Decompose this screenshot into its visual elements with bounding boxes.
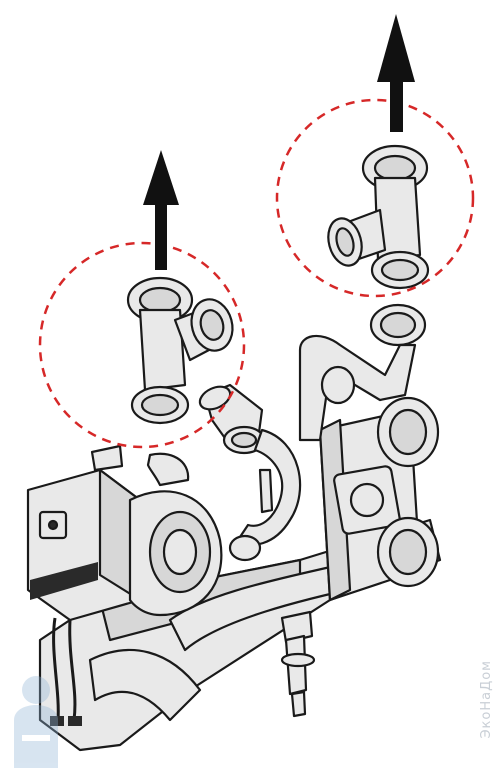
right-supply-pipe	[298, 303, 427, 442]
plumber-mascot-icon	[14, 676, 58, 768]
left-tee-fitting	[126, 276, 234, 425]
pump-housing	[128, 490, 223, 617]
left-stub-fitting	[90, 444, 190, 487]
left-arrow-up-icon	[143, 150, 179, 270]
center-elbow-fitting	[198, 383, 266, 455]
right-tee-fitting	[327, 144, 430, 290]
left-highlight-circle	[38, 241, 246, 449]
right-hex-nut-lower	[376, 516, 440, 588]
center-pipe-loop	[228, 428, 302, 562]
pump-motor	[26, 468, 142, 622]
right-highlight-circle	[275, 98, 475, 298]
pump-cables	[50, 617, 82, 726]
right-arrow-up-icon	[377, 14, 415, 132]
drain-valve	[280, 610, 316, 718]
watermark-text: ЭкоНаДом	[479, 660, 494, 739]
right-hex-nut-upper	[376, 396, 440, 468]
